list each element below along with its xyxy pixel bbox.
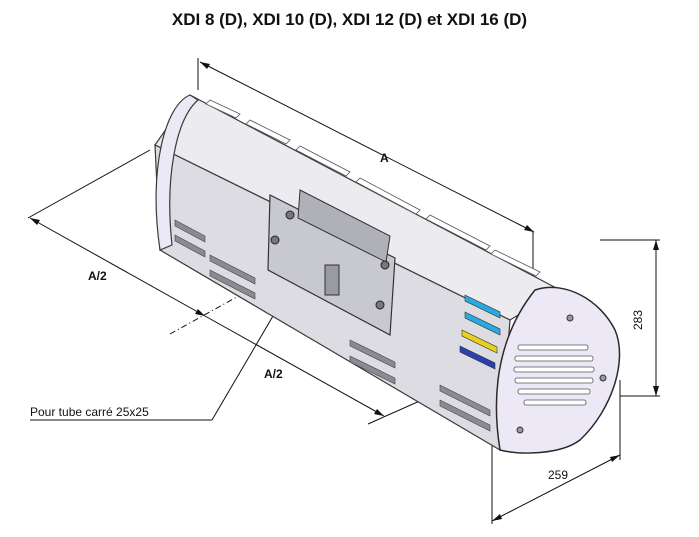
heater-body — [154, 94, 621, 454]
dimension-label-depth: 259 — [548, 468, 568, 482]
arrowhead — [524, 225, 534, 232]
arrowhead — [374, 409, 384, 416]
arrowhead — [492, 514, 502, 521]
dimension-label-a: A — [380, 151, 389, 165]
bolt — [380, 260, 390, 270]
element-slots — [459, 294, 501, 370]
bolt — [270, 235, 280, 245]
extension-line-half-left — [27, 149, 151, 219]
dimension-line-a-half-bottom — [204, 315, 385, 417]
dimension-line-a-half-left — [29, 217, 206, 317]
dimension-line-a — [199, 61, 535, 233]
center-line — [169, 261, 301, 335]
left-end-cap — [155, 94, 200, 251]
arrowhead — [195, 309, 205, 316]
arrowhead — [30, 218, 40, 225]
tube-clamp — [324, 264, 340, 296]
top-vents — [205, 99, 541, 277]
callout-label: Pour tube carré 25x25 — [30, 405, 149, 419]
end-cap-screw — [516, 426, 524, 434]
front-vents — [174, 219, 491, 432]
arrowhead — [200, 62, 210, 69]
dimension-label-a-half-bottom: A/2 — [264, 367, 283, 381]
arrowhead — [610, 455, 620, 462]
end-cap-vents — [513, 344, 595, 406]
end-cap-screw — [566, 314, 574, 322]
dimension-label-a-half-left: A/2 — [88, 269, 107, 283]
arrowhead — [653, 240, 659, 250]
bolt — [285, 210, 295, 220]
dimension-line-depth — [491, 454, 621, 522]
dimension-label-height: 283 — [631, 310, 645, 330]
arrowhead — [653, 386, 659, 396]
end-cap-screw — [599, 374, 607, 382]
diagram-title: XDI 8 (D), XDI 10 (D), XDI 12 (D) et XDI… — [171, 10, 528, 29]
bolt — [375, 300, 385, 310]
